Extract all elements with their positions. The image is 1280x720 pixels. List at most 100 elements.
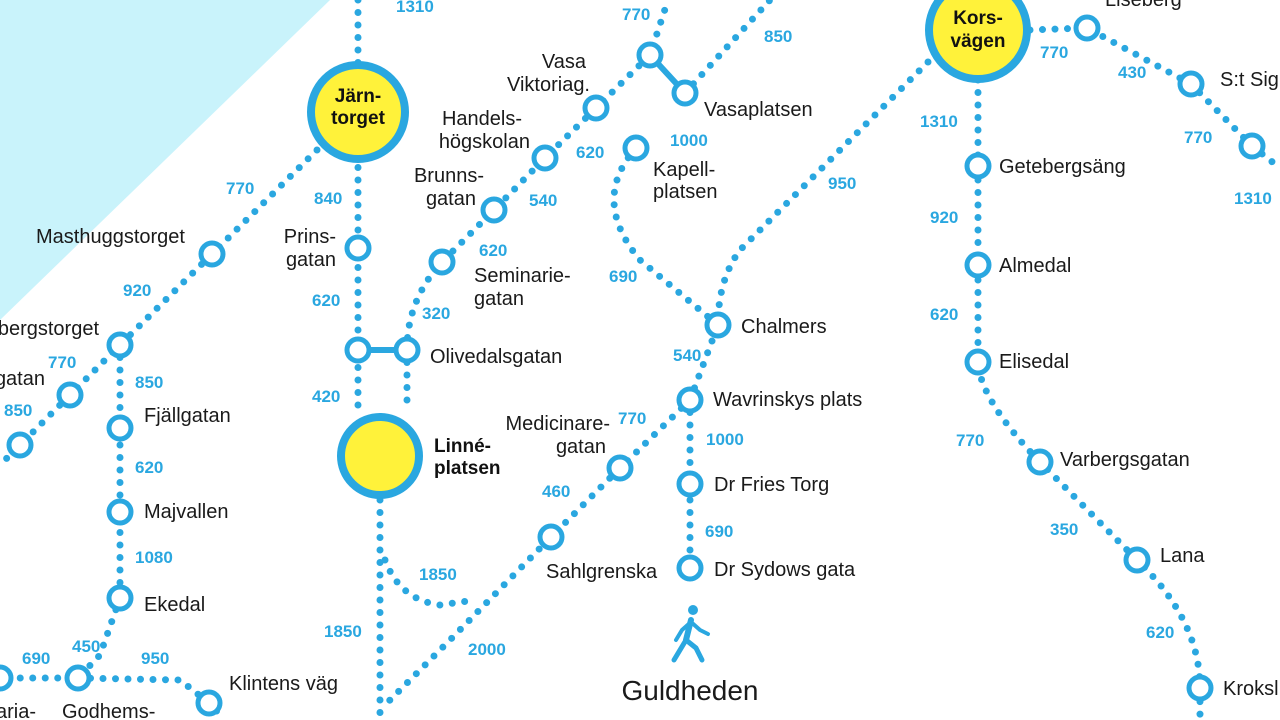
stop-vasa-viktoriag[interactable]	[582, 94, 610, 122]
dist-label: 850	[135, 373, 163, 392]
label-klintens-vag: Klintens väg	[229, 673, 338, 695]
dist-label: 1000	[706, 430, 744, 449]
dist-label: 540	[529, 191, 557, 210]
label-olivedalsgatan: Olivedalsgatan	[430, 346, 562, 368]
dist-label: 770	[956, 431, 984, 450]
stop-varbergsgatan[interactable]	[1026, 448, 1054, 476]
stops	[0, 14, 1266, 717]
stop-elisedal[interactable]	[964, 348, 992, 376]
stop-right-edge[interactable]	[1238, 132, 1266, 160]
stop-vasa-upper[interactable]	[636, 41, 664, 69]
dist-label: 1310	[396, 0, 434, 16]
label-vasaplatsen: Vasaplatsen	[704, 99, 813, 121]
dist-label: 420	[312, 387, 340, 406]
label-brunnsgatan-1: Brunns-	[414, 165, 484, 187]
stop-dr-fries-torg[interactable]	[676, 470, 704, 498]
label-seminariegatan-1: Seminarie-	[474, 265, 571, 287]
stop-st-sig[interactable]	[1177, 70, 1205, 98]
label-prinsgatan-2: gatan	[286, 249, 336, 271]
dist-label: 690	[705, 522, 733, 541]
dist-label: 690	[609, 267, 637, 286]
dist-label: 620	[479, 241, 507, 260]
label-varbergsgatan: Varbergsgatan	[1060, 449, 1190, 471]
stop-almedal[interactable]	[964, 251, 992, 279]
stop-vasaplatsen[interactable]	[671, 79, 699, 107]
water-area	[0, 0, 330, 320]
dist-label: 690	[22, 649, 50, 668]
stop-kroksl[interactable]	[1186, 674, 1214, 702]
hub-korsvagen[interactable]	[925, 0, 1031, 83]
stop-lana[interactable]	[1123, 546, 1151, 574]
label-aria: aria-	[0, 701, 36, 720]
stop-klintens-vag[interactable]	[195, 689, 223, 717]
label-getebergsang: Getebergsäng	[999, 156, 1126, 178]
stop-getebergsang[interactable]	[964, 152, 992, 180]
label-brunnsgatan-2: gatan	[426, 188, 476, 210]
stop-wavrinskys-plats[interactable]	[676, 386, 704, 414]
label-majvallen: Majvallen	[144, 501, 228, 523]
hub-label-korsvagen-2: vägen	[951, 31, 1006, 52]
stop-fjallgatan[interactable]	[106, 414, 134, 442]
dist-label: 770	[48, 353, 76, 372]
dist-label: 1310	[920, 112, 958, 131]
label-gatan-left: gatan	[0, 368, 45, 390]
dist-label: 950	[828, 174, 856, 193]
stop-medicinaregatan[interactable]	[606, 454, 634, 482]
label-medicinaregatan-1: Medicinare-	[506, 413, 610, 435]
label-chalmers: Chalmers	[741, 316, 827, 338]
stop-majvallen[interactable]	[106, 498, 134, 526]
dist-label: 850	[4, 401, 32, 420]
dist-label: 620	[576, 143, 604, 162]
hub-jarntorget[interactable]	[307, 61, 409, 163]
distance-labels: 1310 770 850 770 920 770 850 850 620 108…	[4, 0, 1272, 668]
label-st-sig: S:t Sig	[1220, 69, 1279, 91]
stop-dr-sydows-gata[interactable]	[676, 554, 704, 582]
stop-edge-left[interactable]	[6, 431, 34, 459]
stop-olivedalsgatan-a[interactable]	[344, 336, 372, 364]
dist-label: 770	[226, 179, 254, 198]
dist-label: 620	[135, 458, 163, 477]
stop-handelshogskolan[interactable]	[531, 144, 559, 172]
dist-label: 920	[930, 208, 958, 227]
stop-liseberg[interactable]	[1073, 14, 1101, 42]
stop-kapellplatsen[interactable]	[622, 134, 650, 162]
hub-label-jarntorget-1: Järn-	[335, 86, 381, 107]
label-handelshogskolan-1: Handels-	[442, 108, 522, 130]
stop-seminariegatan[interactable]	[428, 248, 456, 276]
stop-olivedalsgatan-b[interactable]	[393, 336, 421, 364]
dist-label: 920	[123, 281, 151, 300]
stop-masthuggstorget[interactable]	[198, 240, 226, 268]
label-liseberg: Liseberg	[1105, 0, 1182, 11]
stop-chalmers[interactable]	[704, 311, 732, 339]
label-handelshogskolan-2: högskolan	[439, 131, 530, 153]
dist-label: 950	[141, 649, 169, 668]
label-lana: Lana	[1160, 545, 1205, 567]
stop-ekedal[interactable]	[106, 584, 134, 612]
area-label-guldheden: Guldheden	[621, 675, 758, 706]
stop-brunnsgatan[interactable]	[480, 196, 508, 224]
label-fjallgatan: Fjällgatan	[144, 405, 231, 427]
dist-label: 770	[1184, 128, 1212, 147]
dist-label: 450	[72, 637, 100, 656]
dist-label: 770	[1040, 43, 1068, 62]
dist-label: 620	[312, 291, 340, 310]
label-vasa-viktoriag-1: Vasa	[542, 51, 587, 73]
stop-bergstorget[interactable]	[106, 331, 134, 359]
label-bergstorget: bergstorget	[0, 318, 99, 340]
stop-sahlgrenska[interactable]	[537, 523, 565, 551]
dist-label: 540	[673, 346, 701, 365]
dist-label: 770	[622, 5, 650, 24]
label-elisedal: Elisedal	[999, 351, 1069, 373]
stop-godhems[interactable]	[64, 664, 92, 692]
dist-label: 2000	[468, 640, 506, 659]
stop-prinsgatan[interactable]	[344, 234, 372, 262]
hub-linneplatsen[interactable]	[337, 413, 423, 499]
dist-label: 1850	[419, 565, 457, 584]
label-dr-fries-torg: Dr Fries Torg	[714, 474, 829, 496]
dist-label: 1850	[324, 622, 362, 641]
label-medicinaregatan-2: gatan	[556, 436, 606, 458]
label-kapellplatsen-1: Kapell-	[653, 159, 715, 181]
stop-aria[interactable]	[0, 664, 14, 692]
stop-gatan-left[interactable]	[56, 381, 84, 409]
